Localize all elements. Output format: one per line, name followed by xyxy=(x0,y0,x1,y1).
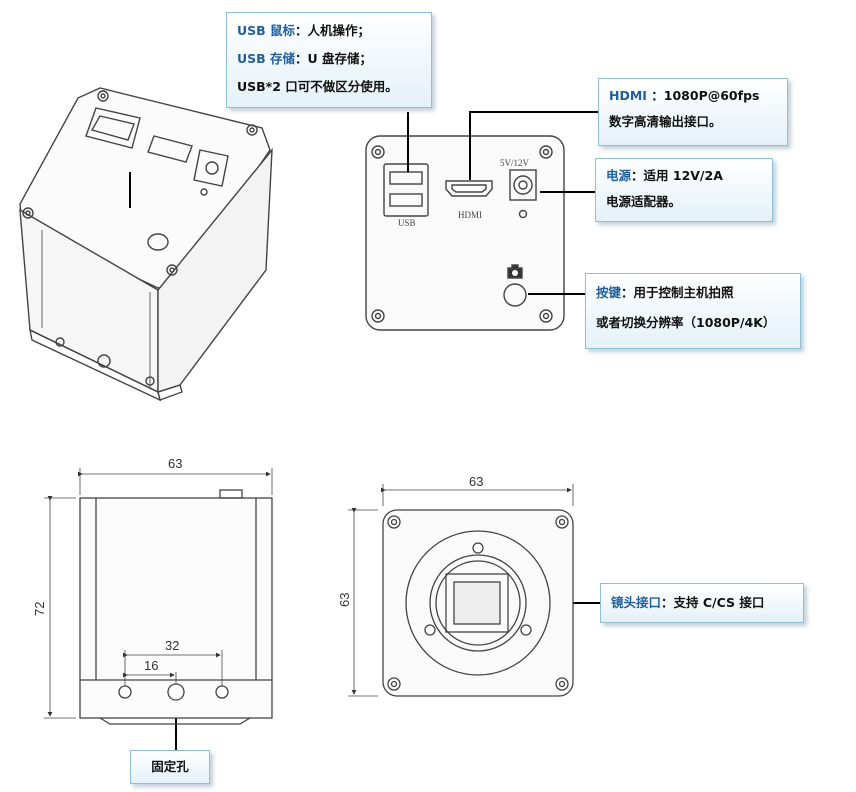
voltage-label: 5V/12V xyxy=(500,158,530,168)
hdmi-port-label: HDMI xyxy=(458,210,482,220)
hdmi-key: HDMI xyxy=(609,88,652,103)
usb-storage-key: USB 存储 xyxy=(237,51,296,66)
front-height-dim: 63 xyxy=(337,593,352,607)
lens-callout: 镜头接口：支持 C/CS 接口 xyxy=(600,583,804,623)
button-key: 按键 xyxy=(596,285,622,300)
front-view-dimensions xyxy=(348,484,574,697)
side-view-dimensions xyxy=(44,468,273,719)
mount-hole-label: 固定孔 xyxy=(151,759,189,774)
hdmi-callout: HDMI ：1080P@60fps 数字高清输出接口。 xyxy=(598,78,788,146)
power-desc-text: 电源适配器。 xyxy=(606,194,682,209)
usb-callout: USB 鼠标：人机操作； USB 存储：U 盘存储； USB*2 口可不做区分使… xyxy=(226,12,432,108)
front-width-dim: 63 xyxy=(469,474,483,489)
hole-spacing-outer-dim: 32 xyxy=(165,638,179,653)
usb-mouse-key: USB 鼠标 xyxy=(237,23,296,38)
hdmi-desc-text: 数字高清输出接口。 xyxy=(609,114,722,129)
power-callout: 电源：适用 12V/2A 电源适配器。 xyxy=(595,158,773,222)
camera-3d-view xyxy=(19,87,273,402)
lens-desc-text: ：支持 C/CS 接口 xyxy=(661,595,765,610)
lens-key: 镜头接口 xyxy=(611,595,662,610)
button-callout: 按键：用于控制主机拍照 或者切换分辨率（1080P/4K） xyxy=(585,273,801,349)
mount-hole-callout: 固定孔 xyxy=(130,750,210,784)
hole-spacing-inner-dim: 16 xyxy=(144,658,158,673)
button-func-text: ：用于控制主机拍照 xyxy=(621,285,734,300)
button-desc-text: 或者切换分辨率（1080P/4K） xyxy=(596,315,776,330)
side-view xyxy=(79,489,273,725)
power-key: 电源 xyxy=(606,168,632,183)
side-width-dim: 63 xyxy=(168,456,182,471)
usb-storage-text: ：U 盘存储； xyxy=(295,51,373,66)
usb-port-label: USB xyxy=(398,218,416,228)
front-view xyxy=(382,509,574,697)
usb-mouse-text: ：人机操作； xyxy=(295,23,371,38)
hdmi-spec-text: ：1080P@60fps xyxy=(651,88,760,103)
usb-note-text: USB*2 口可不做区分使用。 xyxy=(237,79,398,94)
side-height-dim: 72 xyxy=(32,602,47,616)
back-panel-view xyxy=(365,135,565,331)
power-spec-text: ：适用 12V/2A xyxy=(631,168,723,183)
